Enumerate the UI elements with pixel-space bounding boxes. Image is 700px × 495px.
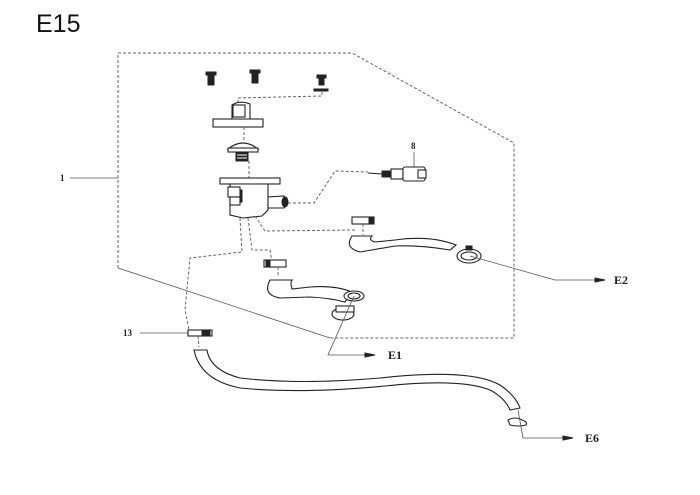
screws — [205, 69, 329, 92]
reference-e6-label: E6 — [585, 431, 599, 445]
hose-e2 — [348, 216, 482, 264]
diagram-title: E15 — [36, 10, 81, 38]
assembly-boundary — [117, 52, 515, 339]
callout-13: 13 — [123, 328, 213, 338]
screw-2 — [249, 69, 261, 84]
screw-3 — [313, 74, 329, 92]
diaphragm-spring — [226, 142, 260, 162]
screw-1 — [205, 71, 217, 86]
reference-e2-label: E2 — [614, 273, 628, 287]
hose-e6 — [193, 349, 528, 427]
callout-1: 1 — [60, 173, 118, 183]
sensor-part-8: 8 — [367, 141, 427, 182]
callout-13-label: 13 — [123, 328, 133, 338]
valve-cover — [212, 101, 264, 128]
reference-e1-label: E1 — [388, 348, 402, 362]
callout-8-label: 8 — [411, 141, 416, 151]
reference-e2: E2 — [469, 255, 628, 287]
reference-e1: E1 — [327, 295, 402, 362]
hose-e1 — [263, 259, 365, 321]
valve-body — [219, 177, 289, 219]
reference-e6: E6 — [517, 409, 599, 445]
callout-1-label: 1 — [60, 173, 65, 183]
